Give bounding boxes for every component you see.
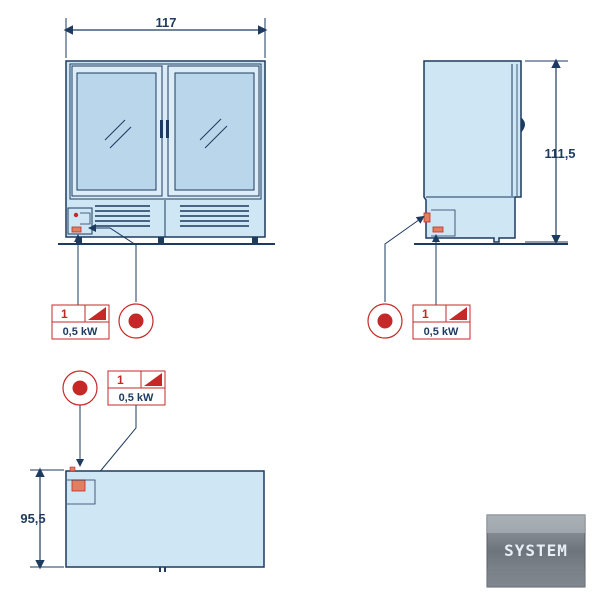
depth-dimension: 95,5 [20,467,64,570]
height-dimension: 111,5 [525,58,576,245]
height-label: 111,5 [544,146,575,161]
vent-grill-right [180,205,249,227]
system-logo: SYSTEM [486,514,586,588]
single-phase-icon [449,307,467,320]
vent-grill-left [95,205,150,227]
left-door-glass [76,72,157,191]
red-circle-plug-icon [367,303,403,339]
side-cabinet [423,60,522,243]
power-label: 0,5 kW [424,326,459,338]
logo-text: SYSTEM [504,541,568,560]
red-circle-plug-icon [118,303,154,339]
width-label: 117 [156,15,177,30]
phase-number: 1 [61,307,68,321]
power-label: 0,5 kW [63,326,98,338]
phase-number: 1 [422,307,429,321]
right-door-glass [174,72,255,191]
left-handle [160,120,163,138]
front-view: 117 [51,15,275,340]
top-power-badge: 1 0,5 kW [107,370,166,406]
right-handle [166,120,169,138]
side-power-badge: 1 0,5 kW [412,304,471,340]
top-cabinet [65,470,265,568]
side-control-panel [423,209,456,237]
top-view: 1 0,5 kW 95,5 [20,370,265,572]
side-view: 111,5 1 [367,58,576,340]
red-circle-plug-icon [62,370,98,406]
phase-number: 1 [117,373,124,387]
depth-label: 95,5 [20,511,45,526]
width-dimension: 117 [63,15,268,58]
front-control-panel [67,207,93,235]
single-phase-icon [144,373,162,386]
front-power-badge: 1 0,5 kW [51,304,110,340]
top-control-panel [71,479,86,492]
single-phase-icon [88,307,106,320]
power-label: 0,5 kW [119,392,154,404]
